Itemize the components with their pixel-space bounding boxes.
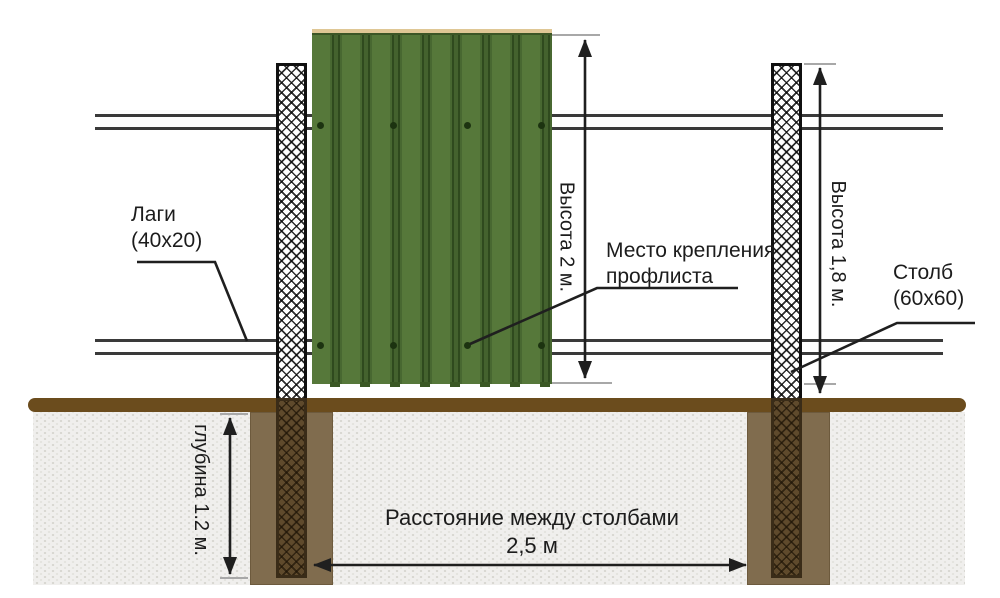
fence-post-left-underground [276,398,307,578]
screw [464,122,471,129]
panel-bottom-fringe [312,382,552,387]
label-panel-height: Высота 2 м. [555,181,578,293]
screw [538,122,545,129]
screw [317,122,324,129]
screw [538,342,545,349]
label-post: Столб (60x60) [893,260,964,312]
label-attachment-line2: профлиста [606,265,714,288]
label-attachment: Место крепления профлиста [606,238,775,290]
fence-post-left [276,63,307,398]
label-post-spacing: Расстояние между столбами 2,5 м [332,504,732,560]
label-post-line1: Столб [893,261,954,284]
screw [390,342,397,349]
label-post-spacing-line2: 2,5 м [506,533,558,558]
label-post-line2: (60x60) [893,287,965,310]
screw [390,122,397,129]
screw [464,342,471,349]
label-post-spacing-line1: Расстояние между столбами [385,505,679,530]
fence-post-right-underground [771,398,802,578]
leader-attachment [469,286,738,346]
label-attachment-line1: Место крепления [606,239,776,262]
label-rails: Лаги (40x20) [131,202,202,254]
ground-line [28,398,966,412]
label-rails-line2: (40x20) [131,229,203,252]
panel-top-edge [312,29,552,34]
fence-post-right [771,63,802,398]
screw [317,342,324,349]
leader-post [790,321,975,374]
label-rails-line1: Лаги [131,203,176,226]
leader-rails [137,260,249,342]
label-post-height: Высота 1,8 м. [827,180,849,308]
label-depth: глубина 1.2 м. [190,424,212,556]
